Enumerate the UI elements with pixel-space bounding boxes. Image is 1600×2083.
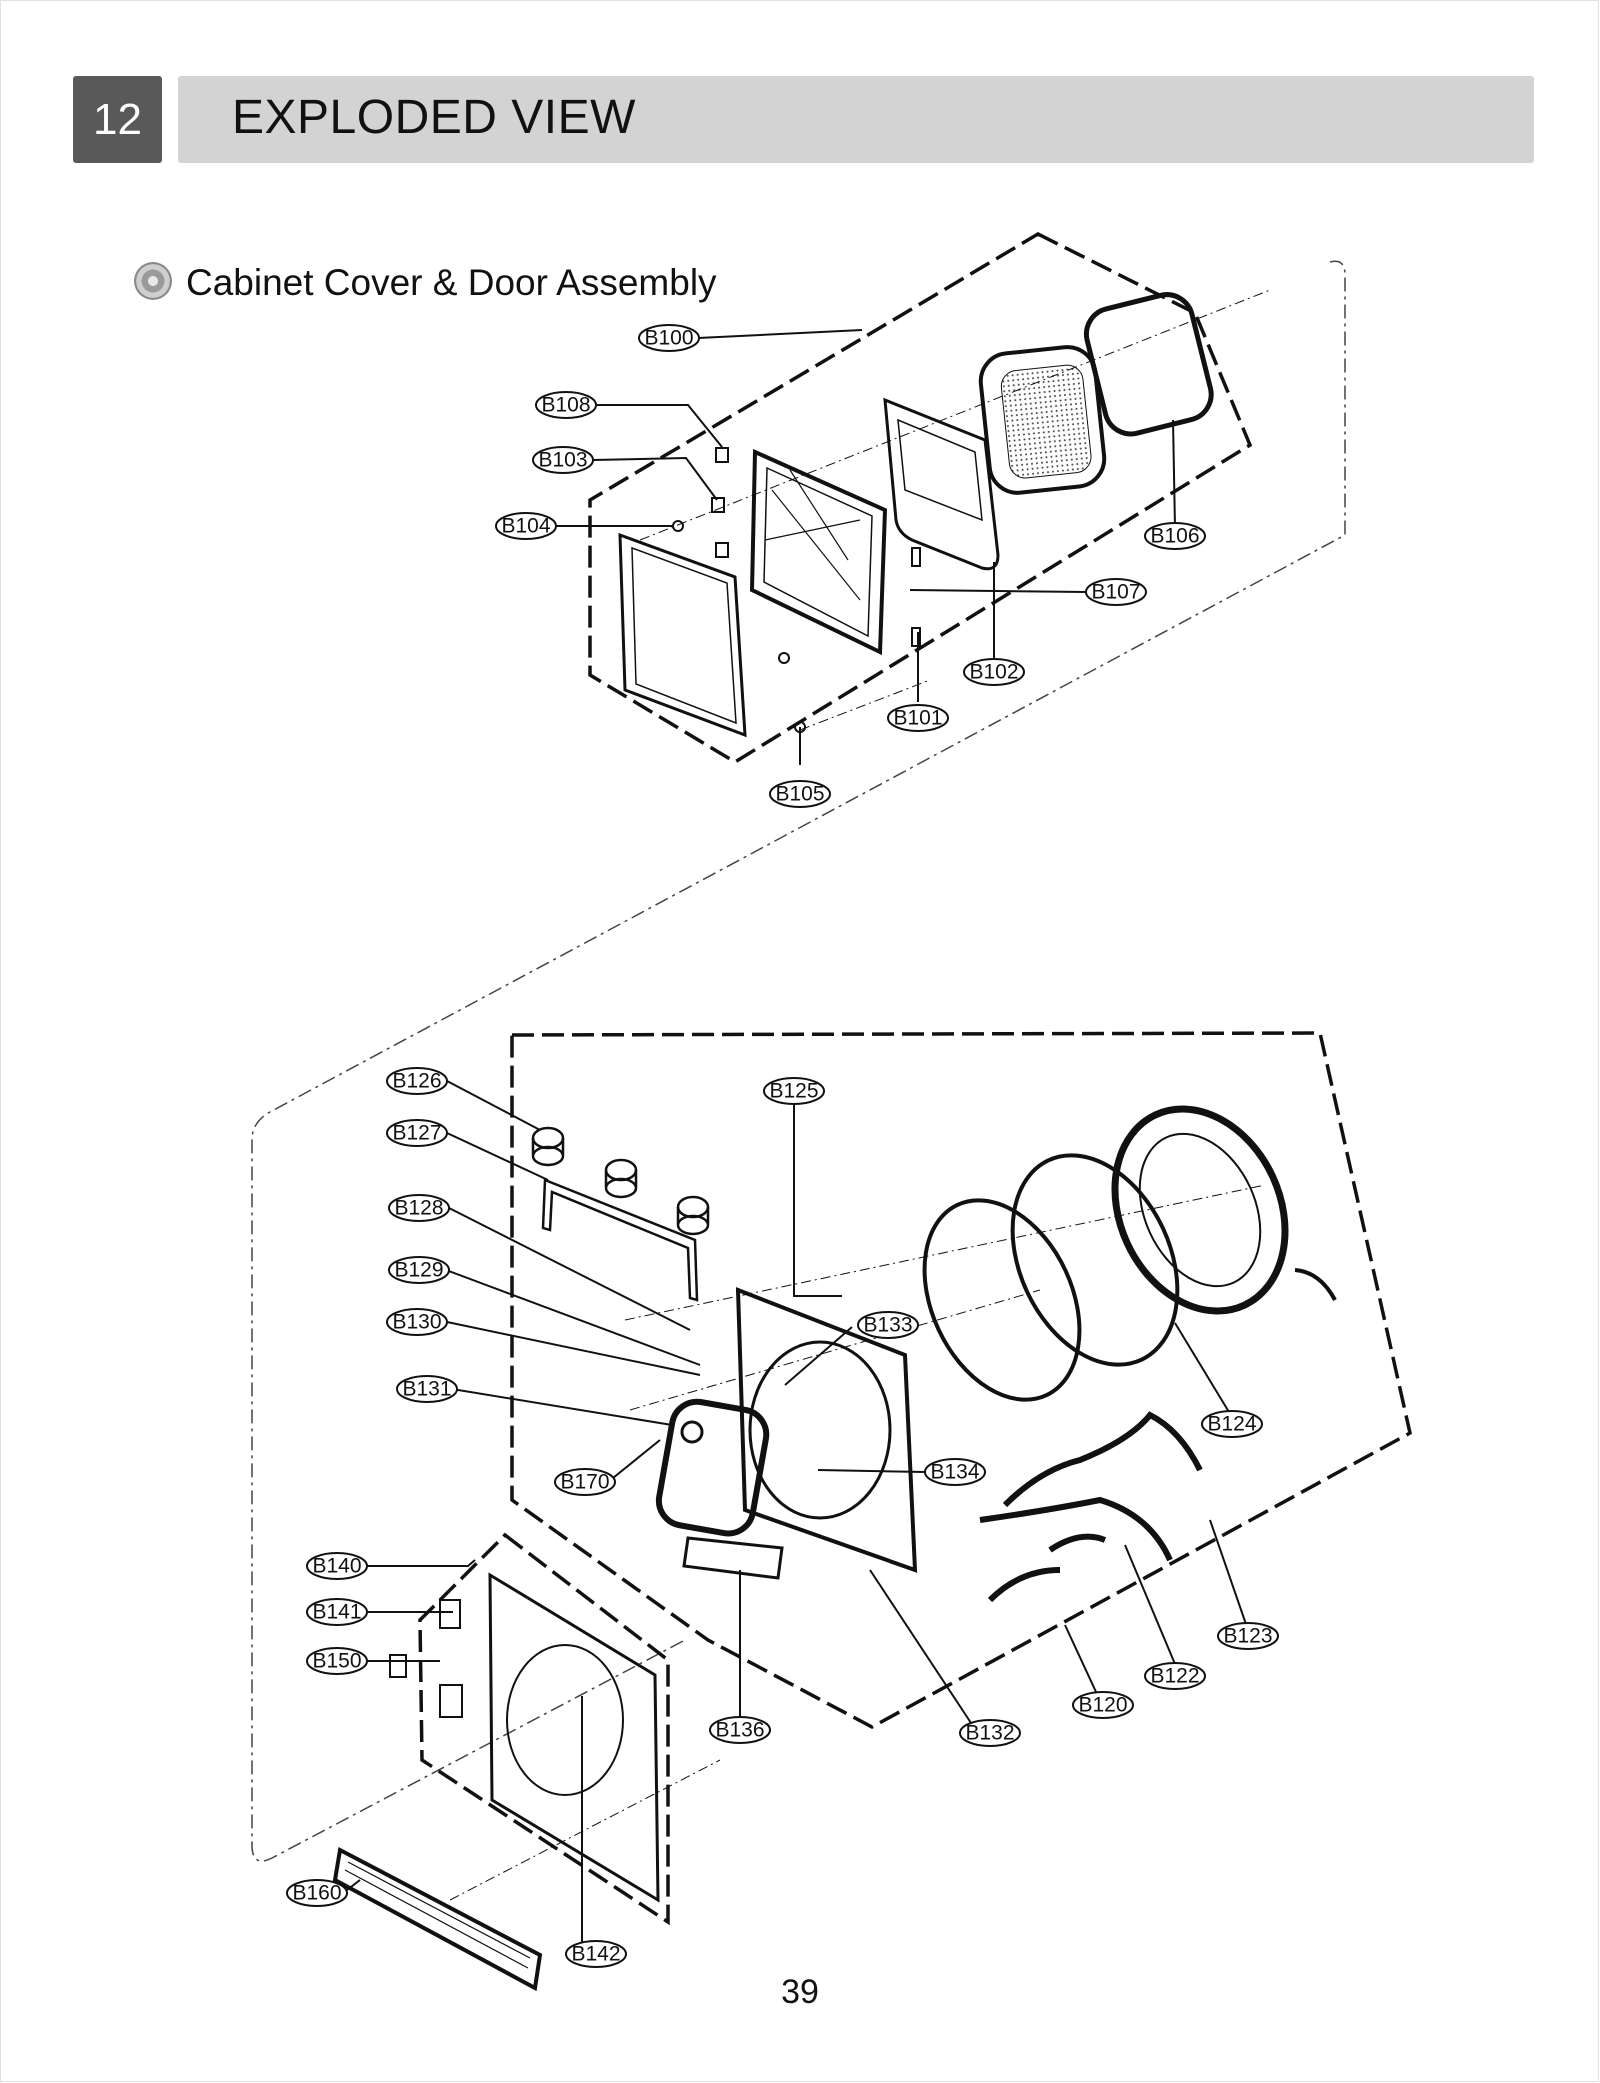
section-number: 12 — [73, 76, 162, 163]
lint-tray — [682, 1536, 784, 1580]
callout-label: B160 — [292, 1882, 341, 1905]
callout-label: B128 — [394, 1197, 443, 1220]
upper-assembly — [588, 232, 1271, 765]
callout-label: B108 — [541, 394, 590, 417]
callout-B106: B106 — [1144, 522, 1206, 550]
callout-B101: B101 — [887, 704, 949, 732]
callout-label: B136 — [715, 1719, 764, 1742]
callout-B140: B140 — [306, 1552, 368, 1580]
section-title: EXPLODED VIEW — [232, 91, 636, 144]
front-panel — [735, 1287, 918, 1573]
callout-B127: B127 — [386, 1119, 448, 1147]
callout-label: B132 — [965, 1722, 1014, 1745]
callout-B142: B142 — [565, 1940, 627, 1968]
callout-B124: B124 — [1201, 1410, 1263, 1438]
callout-B131: B131 — [396, 1375, 458, 1403]
callout-label: B106 — [1150, 525, 1199, 548]
door-frame — [488, 1572, 660, 1903]
callout-B122: B122 — [1144, 1662, 1206, 1690]
gasket-ring — [1083, 292, 1214, 437]
callout-label: B100 — [644, 327, 693, 350]
upper-dashed-boundary — [588, 232, 1253, 765]
callout-B108: B108 — [535, 391, 597, 419]
door-handle — [332, 1846, 543, 1992]
rear-bulkhead — [1111, 1105, 1289, 1315]
callout-B141: B141 — [306, 1598, 368, 1626]
lower-leaders — [346, 1080, 1249, 1954]
callout-label: B125 — [769, 1080, 818, 1103]
subtitle: Cabinet Cover & Door Assembly — [186, 262, 717, 303]
bullet-icon — [134, 262, 172, 300]
cover-frame — [749, 448, 888, 656]
callout-B170: B170 — [554, 1468, 616, 1496]
callout-label: B129 — [394, 1259, 443, 1282]
callout-label: B123 — [1223, 1625, 1272, 1648]
callout-B100: B100 — [638, 324, 700, 352]
callout-B160: B160 — [286, 1879, 348, 1907]
callout-label: B141 — [312, 1601, 361, 1624]
callout-B123: B123 — [1217, 1622, 1279, 1650]
callout-label: B170 — [560, 1471, 609, 1494]
assembly-envelope — [251, 260, 1346, 1862]
callout-label: B134 — [930, 1461, 979, 1484]
callout-label: B124 — [1207, 1413, 1256, 1436]
callout-label: B105 — [775, 783, 824, 806]
callout-label: B130 — [392, 1311, 441, 1334]
support-rail — [541, 1178, 699, 1302]
callout-B107: B107 — [1085, 578, 1147, 606]
filter-grille — [978, 345, 1107, 495]
drum-ring-1 — [922, 1198, 1082, 1402]
door-gasket — [655, 1398, 770, 1537]
door-dashed-boundary — [418, 1532, 670, 1926]
callout-B105: B105 — [769, 780, 831, 808]
callout-B126: B126 — [386, 1067, 448, 1095]
page-number: 39 — [781, 1973, 819, 2011]
rubber-mounts — [531, 1126, 710, 1236]
wire-harness — [979, 1411, 1203, 1603]
drum-ring-2 — [1010, 1153, 1180, 1367]
callout-B134: B134 — [924, 1458, 986, 1486]
callout-label: B102 — [969, 661, 1018, 684]
callout-label: B150 — [312, 1650, 361, 1673]
callout-B150: B150 — [306, 1647, 368, 1675]
top-panel — [618, 532, 747, 738]
lower-dashed-boundary — [510, 1031, 1412, 1729]
callout-B120: B120 — [1072, 1691, 1134, 1719]
callout-label: B103 — [538, 449, 587, 472]
section-title-bar — [178, 76, 1534, 163]
callout-label: B122 — [1150, 1665, 1199, 1688]
middle-panel — [883, 397, 1000, 571]
callout-label: B131 — [402, 1378, 451, 1401]
callout-B103: B103 — [532, 446, 594, 474]
callout-B125: B125 — [763, 1077, 825, 1105]
callout-label: B133 — [863, 1314, 912, 1337]
callout-B102: B102 — [963, 658, 1025, 686]
callout-label: B126 — [392, 1070, 441, 1093]
callout-label: B104 — [501, 515, 550, 538]
callout-label: B107 — [1091, 581, 1140, 604]
callout-B130: B130 — [386, 1308, 448, 1336]
callout-B129: B129 — [388, 1256, 450, 1284]
callout-B136: B136 — [709, 1716, 771, 1744]
callout-label: B140 — [312, 1555, 361, 1578]
upper-leaders — [556, 329, 1176, 765]
callout-B133: B133 — [857, 1311, 919, 1339]
callout-label: B101 — [893, 707, 942, 730]
callout-B128: B128 — [388, 1194, 450, 1222]
callout-B132: B132 — [959, 1719, 1021, 1747]
callout-B104: B104 — [495, 512, 557, 540]
callout-label: B120 — [1078, 1694, 1127, 1717]
callout-label: B142 — [571, 1943, 620, 1966]
callout-label: B127 — [392, 1122, 441, 1145]
lower-assembly — [332, 1031, 1412, 1992]
